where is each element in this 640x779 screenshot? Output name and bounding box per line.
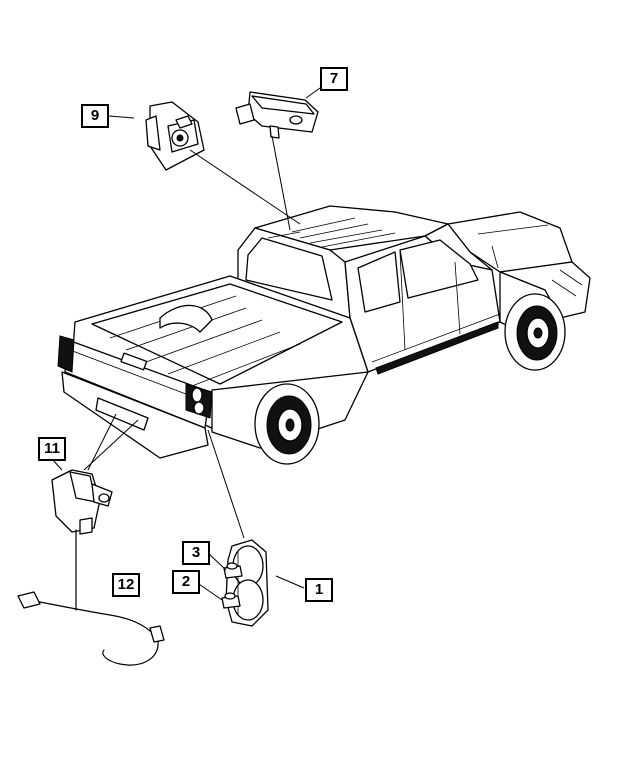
- part-12-wiring-harness: [17, 529, 165, 666]
- callout-3: 3: [182, 541, 210, 565]
- callout-7: 7: [320, 67, 348, 91]
- callout-9: 9: [81, 104, 109, 128]
- part-9-cargo-lamp: [145, 101, 205, 171]
- pickup-truck: [57, 205, 591, 465]
- callout-12: 12: [112, 573, 140, 597]
- callout-11: 11: [38, 437, 66, 461]
- part-3-bulb-socket: [223, 562, 243, 579]
- part-1-tail-lamp: [225, 539, 269, 627]
- callout-1: 1: [305, 578, 333, 602]
- part-7-chmsl: [235, 91, 319, 139]
- part-11-license-lamp: [51, 469, 113, 535]
- part-2-bulb-socket: [221, 592, 241, 609]
- callout-2: 2: [172, 570, 200, 594]
